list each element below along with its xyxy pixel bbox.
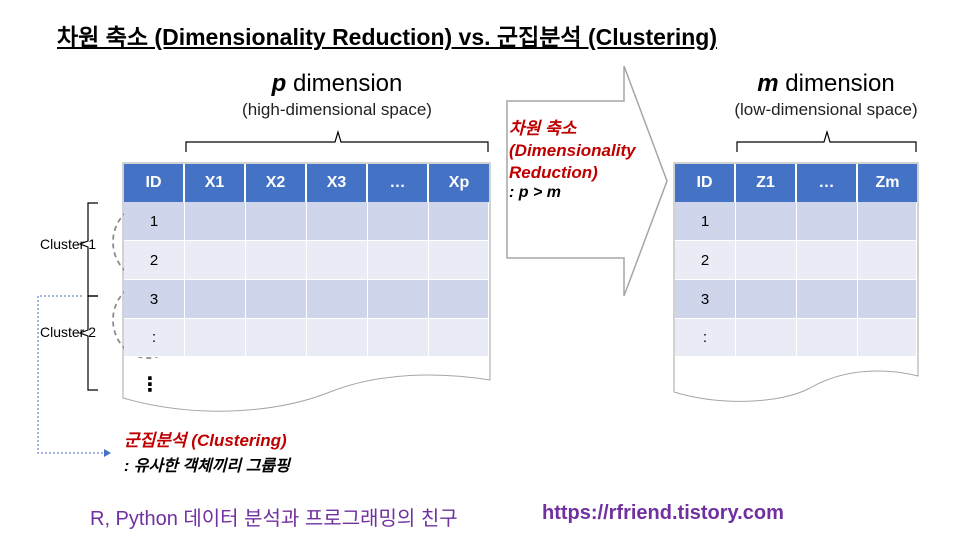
right-row-1-data <box>858 202 917 241</box>
clustering-connector-arrowhead <box>104 449 111 457</box>
right-header-ellipsis: … <box>797 164 858 202</box>
left-row-1-id: 1 <box>124 202 185 241</box>
right-row-1-data <box>797 202 858 241</box>
right-dimension-heading: m dimension <box>696 70 956 98</box>
left-row-4-data <box>368 319 429 357</box>
left-header-x2: X2 <box>246 164 307 202</box>
right-row-1-data <box>736 202 797 241</box>
left-row-2-data <box>368 241 429 280</box>
right-row-4-data <box>797 319 858 357</box>
right-row-3-id: 3 <box>675 280 736 319</box>
clustering-label-line2: : 유사한 객체끼리 그룹핑 <box>124 458 290 475</box>
left-row-3-data <box>185 280 246 319</box>
left-row-1-data <box>246 202 307 241</box>
right-dimension-var: m <box>757 70 779 97</box>
cluster-1-label: Cluster 1 <box>40 236 97 252</box>
arrow-label-line4: : p > m <box>509 184 562 201</box>
right-header-zm: Zm <box>858 164 917 202</box>
right-row-1-id: 1 <box>675 202 736 241</box>
right-dimension-word: dimension <box>785 70 895 97</box>
right-row-4-data <box>858 319 917 357</box>
left-row-2-data <box>307 241 368 280</box>
right-row-2-data <box>797 241 858 280</box>
left-header-x3: X3 <box>307 164 368 202</box>
left-table-continuation: ⋮ <box>140 374 160 396</box>
cluster2-brace <box>78 295 98 391</box>
page-title: 차원 축소 (Dimensionality Reduction) vs. 군집분… <box>57 24 717 50</box>
left-header-xp: Xp <box>429 164 489 202</box>
left-dimension-heading: p dimension <box>207 70 467 98</box>
right-header-z1: Z1 <box>736 164 797 202</box>
right-row-4-id: : <box>675 319 736 357</box>
arrow-label: 차원 축소 (Dimensionality Reduction) : p > m <box>509 118 659 202</box>
left-row-3-data <box>246 280 307 319</box>
left-row-2-data <box>185 241 246 280</box>
clustering-connector <box>37 295 108 454</box>
left-row-2-id: 2 <box>124 241 185 280</box>
clustering-label-line1: 군집분석 (Clustering) <box>124 431 287 450</box>
right-row-2-id: 2 <box>675 241 736 280</box>
left-header-id: ID <box>124 164 185 202</box>
left-header-ellipsis: … <box>368 164 429 202</box>
left-row-4-data <box>246 319 307 357</box>
right-row-3-data <box>858 280 917 319</box>
left-row-3-data <box>368 280 429 319</box>
left-row-4-id: : <box>124 319 185 357</box>
left-row-4-data <box>185 319 246 357</box>
arrow-label-line3: Reduction) <box>509 163 598 182</box>
reduction-arrow-shape <box>506 65 668 297</box>
left-dimension-var: p <box>271 70 287 97</box>
arrow-label-line1: 차원 축소 <box>509 119 577 138</box>
right-top-brace <box>736 129 917 152</box>
left-row-1-data <box>185 202 246 241</box>
right-row-2-data <box>858 241 917 280</box>
left-row-3-data <box>307 280 368 319</box>
right-row-3-data <box>736 280 797 319</box>
cluster-2-label: Cluster 2 <box>40 324 97 340</box>
right-dimension-sub: (low-dimensional space) <box>734 100 918 119</box>
left-row-2-data <box>246 241 307 280</box>
arrow-label-line2: (Dimensionality <box>509 141 636 160</box>
footer-tagline: R, Python 데이터 분석과 프로그래밍의 친구 <box>90 508 458 530</box>
left-row-3-data <box>429 280 489 319</box>
right-row-2-data <box>736 241 797 280</box>
left-row-2-data <box>429 241 489 280</box>
left-row-1-data <box>429 202 489 241</box>
right-header-id: ID <box>675 164 736 202</box>
footer-url-link[interactable]: https://rfriend.tistory.com <box>542 502 784 524</box>
left-row-4-data <box>307 319 368 357</box>
left-row-3-id: 3 <box>124 280 185 319</box>
right-row-4-data <box>736 319 797 357</box>
left-row-1-data <box>368 202 429 241</box>
left-dimension-sub: (high-dimensional space) <box>242 100 432 119</box>
left-top-brace <box>185 129 489 152</box>
clustering-label: 군집분석 (Clustering) : 유사한 객체끼리 그룹핑 <box>124 430 290 476</box>
left-row-1-data <box>307 202 368 241</box>
left-header-x1: X1 <box>185 164 246 202</box>
right-row-3-data <box>797 280 858 319</box>
left-dimension-word: dimension <box>292 70 403 97</box>
left-row-4-data <box>429 319 489 357</box>
